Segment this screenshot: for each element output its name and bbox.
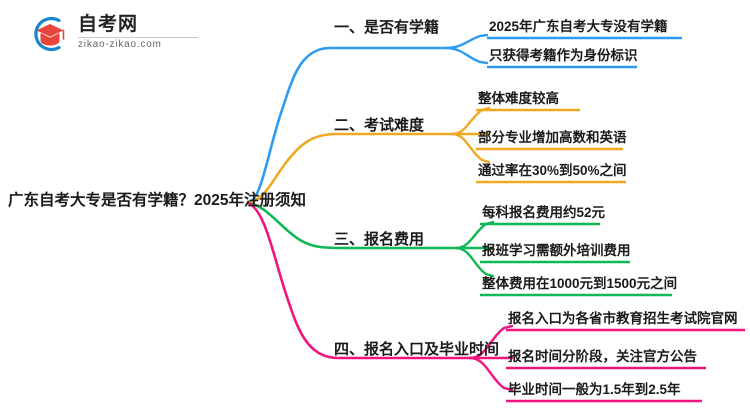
branch-label-2[interactable]: 二、考试难度 (334, 117, 425, 134)
connector-branch-4-leaf-3 (468, 356, 514, 392)
branch-label-3[interactable]: 三、报名费用 (334, 231, 425, 248)
leaf-label-3-1[interactable]: 每科报名费用约52元 (482, 205, 606, 220)
logo-text: 自考网 zikao-zikao.com (78, 14, 203, 51)
leaf-label-1-2[interactable]: 只获得考籍作为身份标识 (489, 48, 638, 63)
leaf-label-3-3[interactable]: 整体费用在1000元到1500元之间 (482, 276, 678, 291)
branch-label-4[interactable]: 四、报名入口及毕业时间 (334, 341, 500, 358)
branch-label-1[interactable]: 一、是否有学籍 (334, 19, 440, 36)
leaf-label-2-1[interactable]: 整体难度较高 (478, 91, 559, 106)
graduation-cap-logo-icon (28, 12, 72, 54)
logo-name-cn: 自考网 (78, 14, 139, 35)
logo-divider (78, 37, 198, 38)
connector-branch-1-leaf-2 (444, 46, 489, 65)
leaf-label-4-3[interactable]: 毕业时间一般为1.5年到2.5年 (508, 382, 681, 397)
leaf-label-1-1[interactable]: 2025年广东自考大专没有学籍 (489, 19, 668, 34)
connector-branch-1-leaf-1 (444, 33, 489, 50)
leaf-label-4-1[interactable]: 报名入口为各省市教育招生考试院官网 (508, 311, 738, 326)
leaf-label-4-2[interactable]: 报名时间分阶段，关注官方公告 (508, 349, 697, 364)
leaf-label-2-2[interactable]: 部分专业增加高数和英语 (478, 130, 627, 145)
site-logo: 自考网 zikao-zikao.com (28, 10, 208, 56)
connector-root-branch-4 (246, 201, 472, 360)
leaf-label-3-2[interactable]: 报班学习需额外培训费用 (482, 243, 631, 258)
mindmap-root-title: 广东自考大专是否有学籍？2025年注册须知 (8, 192, 306, 209)
logo-name-en: zikao-zikao.com (78, 39, 162, 50)
leaf-label-2-3[interactable]: 通过率在30%到50%之间 (478, 163, 627, 178)
